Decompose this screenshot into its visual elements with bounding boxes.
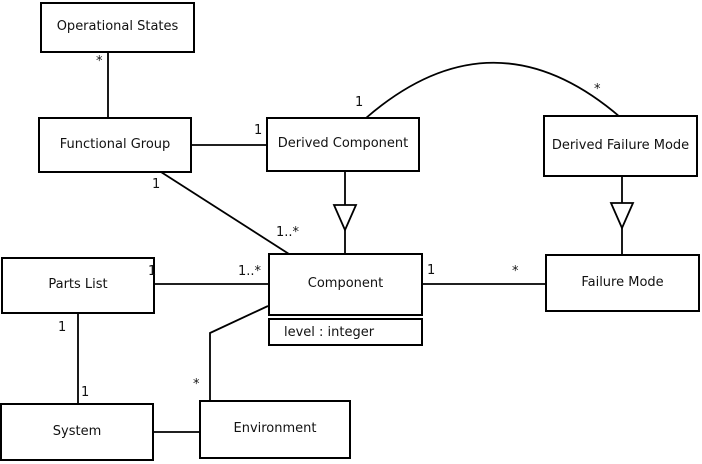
- association-dc-dfm-arc: [365, 61, 621, 119]
- multiplicity-fg-comp-one: 1: [152, 177, 161, 192]
- multiplicity-comp-fm-star: *: [512, 264, 519, 279]
- class-name-functional-group: Functional Group: [59, 136, 171, 152]
- multiplicity-pl-sys-one-bottom: 1: [81, 385, 90, 400]
- class-attribute-compartment-component[interactable]: level : integer: [268, 318, 423, 346]
- multiplicity-env-comp-star: *: [193, 377, 200, 392]
- class-box-operational-states[interactable]: Operational States: [40, 2, 195, 53]
- attribute-level-integer: level : integer: [284, 324, 375, 340]
- association-fg-comp: [160, 171, 290, 255]
- multiplicity-fg-dc-one: 1: [254, 123, 263, 138]
- class-box-derived-component[interactable]: Derived Component: [266, 117, 420, 172]
- class-name-component: Component: [307, 276, 384, 292]
- class-box-failure-mode[interactable]: Failure Mode: [545, 254, 700, 312]
- class-name-derived-component: Derived Component: [277, 136, 409, 152]
- class-name-environment: Environment: [233, 421, 317, 437]
- multiplicity-pl-comp-one: 1: [148, 264, 157, 279]
- class-box-system[interactable]: System: [0, 403, 154, 461]
- multiplicity-comp-fm-one: 1: [427, 263, 436, 278]
- class-name-parts-list: Parts List: [48, 277, 108, 293]
- association-env-comp: [209, 305, 269, 401]
- class-name-derived-failure-mode: Derived Failure Mode: [551, 137, 690, 153]
- multiplicity-pl-comp-many: 1..*: [238, 264, 262, 279]
- class-box-derived-failure-mode[interactable]: Derived Failure Mode: [543, 115, 698, 177]
- multiplicity-os-fg-star: *: [96, 54, 103, 69]
- generalization-arrow-dfm-fm: [609, 202, 635, 231]
- class-name-system: System: [52, 423, 102, 439]
- class-box-parts-list[interactable]: Parts List: [1, 257, 155, 314]
- class-name-operational-states: Operational States: [56, 19, 179, 35]
- multiplicity-pl-sys-one-top: 1: [58, 320, 67, 335]
- generalization-arrow-dc-comp: [332, 204, 358, 233]
- multiplicity-fg-comp-many: 1..*: [276, 225, 300, 240]
- class-box-component[interactable]: Component: [268, 253, 423, 316]
- class-box-functional-group[interactable]: Functional Group: [38, 117, 192, 173]
- multiplicity-dc-dfm-one: 1: [355, 95, 364, 110]
- class-name-failure-mode: Failure Mode: [581, 274, 664, 290]
- class-box-environment[interactable]: Environment: [199, 400, 351, 459]
- multiplicity-dc-dfm-star: *: [594, 82, 601, 97]
